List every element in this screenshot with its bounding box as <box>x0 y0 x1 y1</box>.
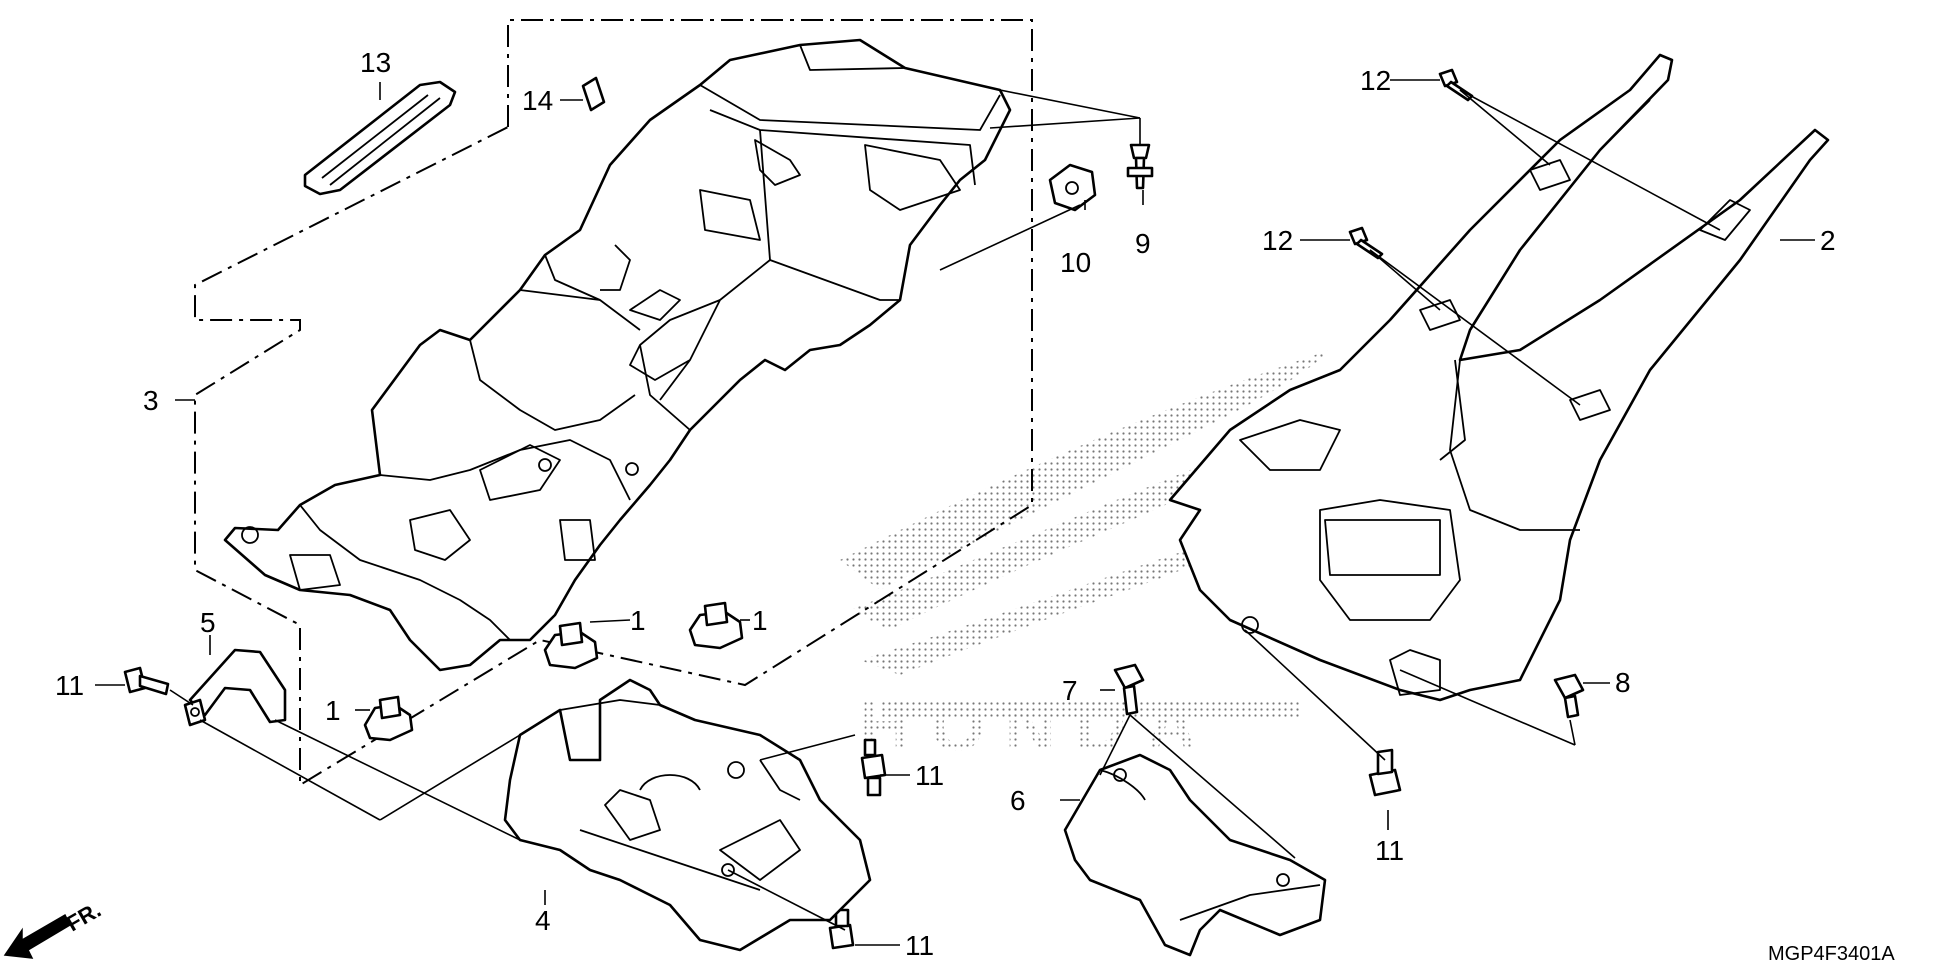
bracket-part <box>183 648 287 727</box>
flange-bolt-11d <box>1368 748 1402 797</box>
screw-7 <box>1113 663 1145 716</box>
small-pad-part <box>581 76 606 112</box>
callout-3: 3 <box>143 385 159 416</box>
collar-part-1c <box>688 601 744 650</box>
callout-10: 10 <box>1060 247 1091 278</box>
callout-11d: 11 <box>1375 835 1404 866</box>
callout-2: 2 <box>1820 225 1836 256</box>
callout-5: 5 <box>200 607 216 638</box>
rubber-strap-part <box>303 80 457 196</box>
front-direction-arrow: FR. <box>3 897 105 959</box>
callout-1a: 1 <box>325 695 341 726</box>
diagram-code: MGP4F3401A <box>1768 943 1895 965</box>
screw-12b <box>1348 226 1384 260</box>
callout-7: 7 <box>1062 675 1078 706</box>
screw-clip-part-9 <box>1126 143 1154 190</box>
screw-8 <box>1553 673 1585 719</box>
callout-1c: 1 <box>752 605 768 636</box>
collar-part-1a <box>363 695 414 742</box>
clip-nut-part <box>1048 163 1097 212</box>
callout-9: 9 <box>1135 228 1151 259</box>
callout-12a: 12 <box>1360 65 1391 96</box>
assembly-boundary-line <box>194 19 1033 787</box>
flange-bolt-11a <box>123 666 170 696</box>
honda-watermark-text: HONDA <box>860 687 1217 765</box>
callout-6: 6 <box>1010 785 1026 816</box>
rear-fender-part <box>223 38 1012 672</box>
callout-11c: 11 <box>905 930 934 961</box>
callout-11a: 11 <box>55 670 84 701</box>
flange-bolt-11b <box>860 738 887 797</box>
callout-13: 13 <box>360 47 391 78</box>
front-direction-label: FR. <box>62 897 105 936</box>
callout-8: 8 <box>1615 667 1631 698</box>
lower-cover-part <box>503 678 872 952</box>
callout-11b: 11 <box>915 760 944 791</box>
splash-guard-part <box>1063 753 1327 957</box>
callouts: 13 14 10 9 3 1 1 1 5 11 11 11 11 4 6 7 8… <box>55 47 1836 961</box>
leader-lines <box>95 79 1815 946</box>
flange-bolt-11c <box>828 908 855 950</box>
callout-14: 14 <box>522 85 553 116</box>
callout-12b: 12 <box>1262 225 1293 256</box>
seat-cowl-part <box>1168 53 1830 702</box>
callout-1b: 1 <box>630 605 646 636</box>
callout-4: 4 <box>535 905 551 936</box>
collar-part-1b <box>543 621 599 670</box>
honda-wing-watermark: HONDA <box>840 350 1330 765</box>
